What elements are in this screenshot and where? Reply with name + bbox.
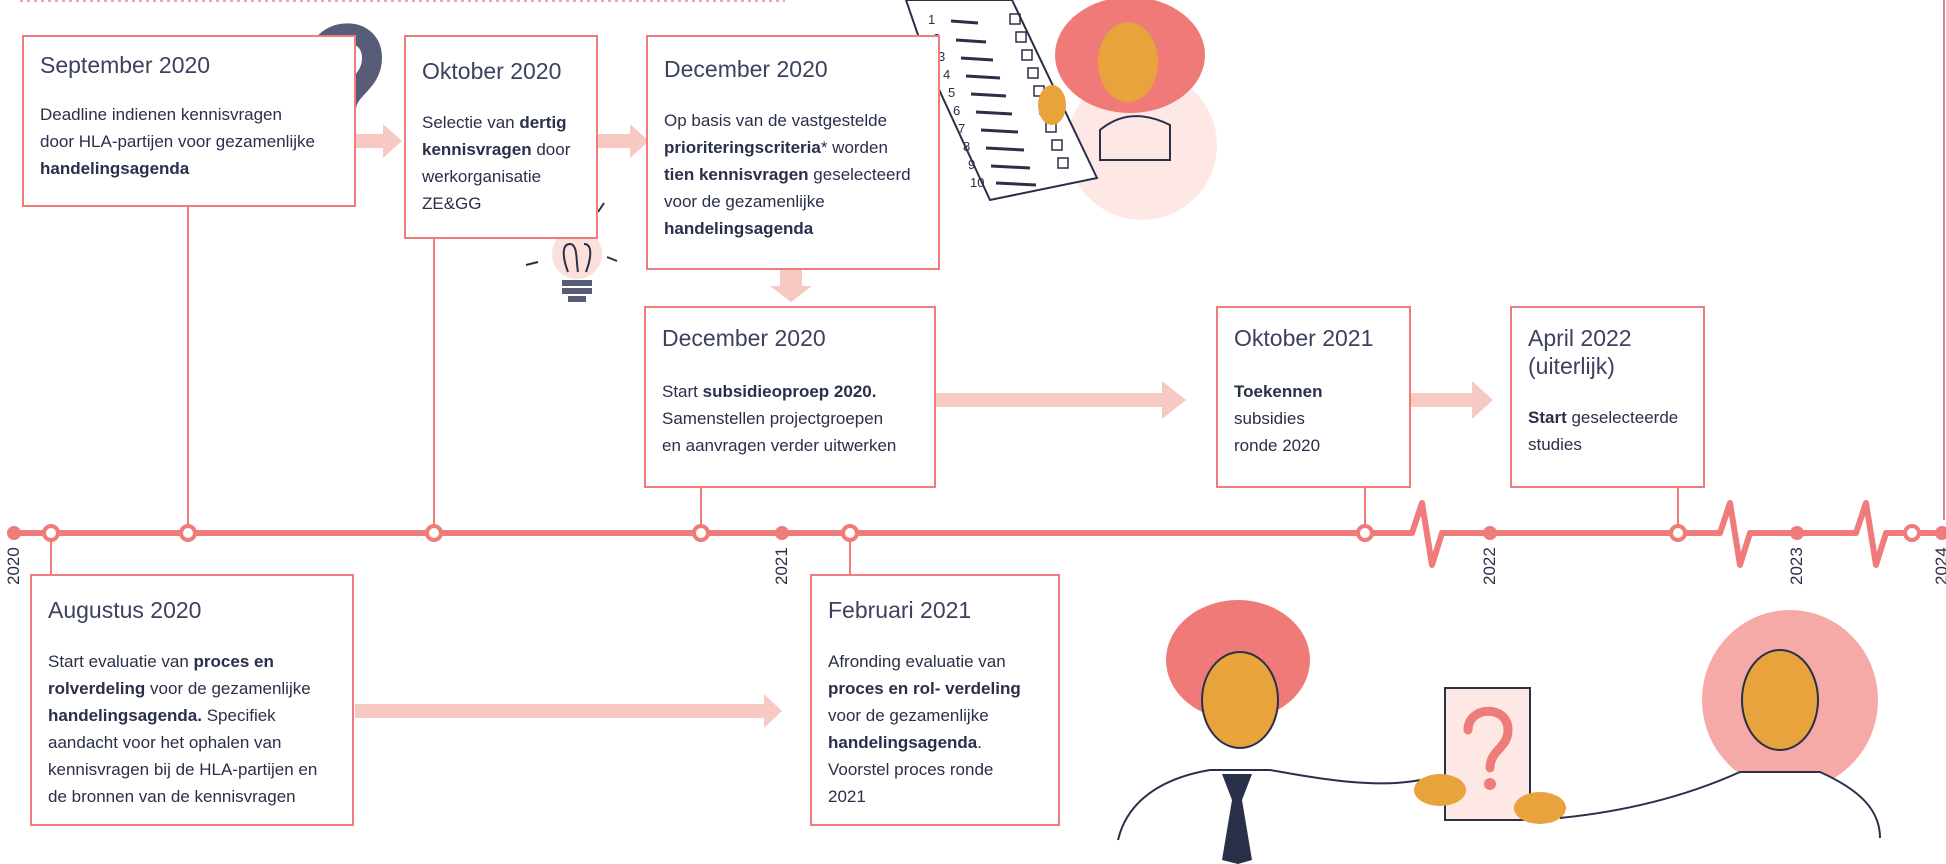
people-illustration xyxy=(1117,600,1881,864)
event-text: Toekennen subsidies ronde 2020 xyxy=(1234,382,1323,455)
event-date: December 2020 xyxy=(662,325,826,351)
event-text: Op basis van de vastgestelde prioriterin… xyxy=(664,111,911,238)
event-markers xyxy=(42,524,1921,542)
event-text: Start evaluatie van proces en rolverdeli… xyxy=(48,652,318,806)
year-markers xyxy=(7,526,1946,540)
checklist-number: 4 xyxy=(943,67,951,82)
event-date: Augustus 2020 xyxy=(48,597,202,623)
event-date: Februari 2021 xyxy=(828,597,972,623)
checklist-number: 7 xyxy=(958,121,966,136)
event-box-december-2020-subsidy: December 2020 Start subsidieoproep 2020.… xyxy=(644,306,936,488)
event-date: Oktober 2021 xyxy=(1234,325,1374,351)
year-label-2023: 2023 xyxy=(1787,547,1806,585)
checklist-number: 1 xyxy=(928,12,936,27)
event-date: September 2020 xyxy=(40,52,211,78)
checklist-illustration xyxy=(904,0,1217,220)
year-label-2022: 2022 xyxy=(1480,547,1499,585)
event-text: Start geselecteerde studies xyxy=(1528,408,1679,454)
event-box-februari-2021: Februari 2021 Afronding evaluatie van pr… xyxy=(810,574,1060,826)
year-label-2024: 2024 xyxy=(1932,547,1946,585)
lightbulb-icon xyxy=(525,196,618,302)
year-label-2020: 2020 xyxy=(4,547,23,585)
checklist-number: 5 xyxy=(948,85,956,100)
checklist-number: 10 xyxy=(970,175,985,190)
event-box-april-2022: April 2022 (uiterlijk) Start geselecteer… xyxy=(1510,306,1705,488)
event-box-augustus-2020: Augustus 2020 Start evaluatie van proces… xyxy=(30,574,354,826)
event-box-september-2020: September 2020 Deadline indienen kennisv… xyxy=(22,35,356,207)
event-box-oktober-2020: Oktober 2020 Selectie van dertig kennisv… xyxy=(404,35,598,239)
event-date: April 2022 (uiterlijk) xyxy=(1528,325,1632,379)
event-text: Start subsidieoproep 2020. Samenstellen … xyxy=(662,382,897,455)
flow-arrows xyxy=(355,124,1493,728)
event-date: December 2020 xyxy=(664,56,828,82)
checklist-number: 9 xyxy=(968,157,976,172)
event-box-oktober-2021: Oktober 2021 Toekennen subsidies ronde 2… xyxy=(1216,306,1411,488)
checklist-number: 6 xyxy=(953,103,961,118)
event-box-december-2020-selection: December 2020 Op basis van de vastgestel… xyxy=(646,35,940,270)
checklist-number: 8 xyxy=(963,139,971,154)
event-text: Selectie van dertig kennisvragen door we… xyxy=(422,113,571,213)
year-label-2021: 2021 xyxy=(772,547,791,585)
event-text: Deadline indienen kennisvragen door HLA-… xyxy=(40,105,315,178)
event-text: Afronding evaluatie van proces en rol- v… xyxy=(828,652,1021,806)
event-date: Oktober 2020 xyxy=(422,58,562,84)
timeline-axis xyxy=(12,500,1946,568)
checklist-number: 3 xyxy=(938,49,946,64)
